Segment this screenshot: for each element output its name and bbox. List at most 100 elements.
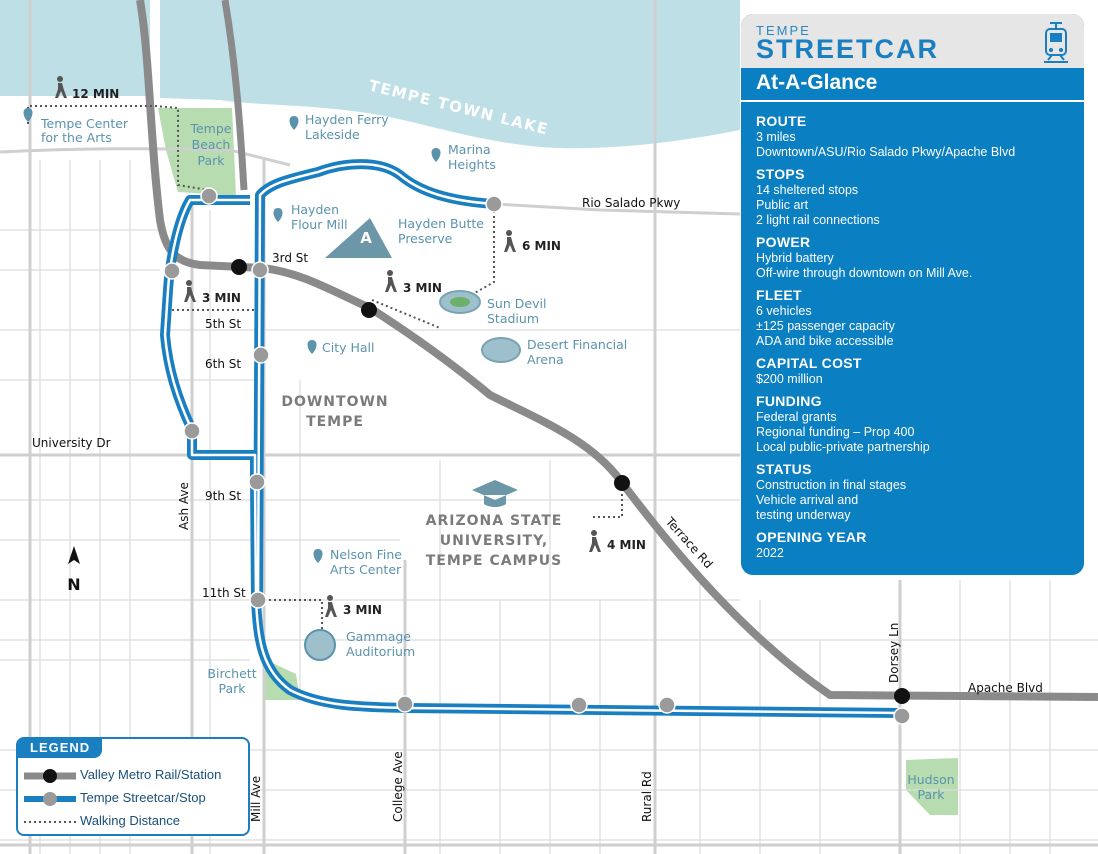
map-pin-icon	[307, 340, 317, 354]
walk-time-center-arts: 12 MIN	[72, 87, 119, 101]
street-apache: Apache Blvd	[968, 681, 1043, 695]
section-line: Regional funding – Prop 400	[756, 425, 915, 439]
section-line: 3 miles	[756, 130, 796, 144]
pedestrian-icon	[385, 270, 397, 292]
panel-header: TEMPE STREETCAR	[741, 14, 1084, 68]
section-line: Public art	[756, 198, 809, 212]
street-rio-salado: Rio Salado Pkwy	[582, 196, 680, 210]
light-rail-line	[136, 0, 1098, 701]
north-arrow-icon	[68, 546, 80, 564]
streetcar-icon	[1044, 22, 1068, 63]
section-line: Downtown/ASU/Rio Salado Pkwy/Apache Blvd	[756, 145, 1016, 159]
street-rural: Rural Rd	[640, 771, 654, 822]
pedestrian-icon	[504, 230, 516, 252]
street-5th: 5th St	[205, 317, 241, 331]
section-line: 2022	[756, 546, 784, 560]
walk-time-marina: 6 MIN	[522, 239, 561, 253]
section-stops: STOPS 14 sheltered stops Public art 2 li…	[756, 166, 1081, 228]
map-pin-icon	[273, 208, 283, 222]
section-line: testing underway	[756, 508, 851, 522]
section-heading: FLEET	[756, 287, 802, 303]
street-university: University Dr	[32, 436, 111, 450]
section-line: 14 sheltered stops	[756, 183, 859, 197]
at-a-glance-panel: TEMPE STREETCAR At-A-Glance ROUTE 3 mile…	[741, 14, 1084, 575]
section-line: Construction in final stages	[756, 478, 907, 492]
section-heading: STATUS	[756, 461, 812, 477]
map-pin-icon	[23, 108, 33, 122]
section-route: ROUTE 3 miles Downtown/ASU/Rio Salado Pk…	[756, 113, 1081, 160]
pedestrian-icon	[184, 280, 196, 302]
walking-icons	[55, 76, 601, 617]
legend-label: Walking Distance	[80, 813, 180, 828]
hayden-butte-icon	[325, 218, 392, 258]
section-heading: OPENING YEAR	[756, 529, 867, 545]
street-11th: 11th St	[202, 586, 246, 600]
street-college: College Ave	[391, 751, 405, 822]
map-pin-icon	[289, 116, 299, 130]
legend-title: LEGEND	[18, 737, 103, 758]
pedestrian-icon	[55, 76, 67, 98]
poi-city-hall: City Hall	[322, 340, 374, 355]
north-label: N	[67, 575, 80, 594]
walk-time-stadium: 3 MIN	[403, 281, 442, 295]
brand-small: TEMPE	[756, 23, 811, 38]
legend-label: Valley Metro Rail/Station	[80, 767, 222, 782]
walking-legend-icon	[24, 821, 76, 823]
map-legend: LEGEND Valley Metro Rail/Station Tempe S…	[16, 737, 250, 836]
section-status: STATUS Construction in final stages Vehi…	[756, 461, 1081, 523]
panel-divider	[741, 100, 1084, 102]
rail-legend-icon	[24, 769, 76, 783]
street-ash: Ash Ave	[177, 482, 191, 530]
map-pin-icon	[431, 148, 441, 162]
section-line: Local public-private partnership	[756, 440, 930, 454]
section-line: Hybrid battery	[756, 251, 834, 265]
panel-title: At-A-Glance	[756, 71, 878, 94]
section-line: ±125 passenger capacity	[756, 319, 895, 333]
section-heading: POWER	[756, 234, 811, 250]
gammage-icon	[304, 629, 336, 661]
legend-item-streetcar: Tempe Streetcar/Stop	[22, 790, 248, 808]
section-heading: STOPS	[756, 166, 805, 182]
walk-time-ash: 3 MIN	[202, 291, 241, 305]
section-line: 2 light rail connections	[756, 213, 880, 227]
arena-icon	[481, 337, 521, 363]
hudson-park	[906, 758, 958, 815]
section-line: $200 million	[756, 372, 823, 386]
brand-title: STREETCAR	[756, 34, 940, 64]
section-line: Vehicle arrival and	[756, 493, 859, 507]
pedestrian-icon	[589, 530, 601, 552]
street-9th: 9th St	[205, 489, 241, 503]
section-heading: FUNDING	[756, 393, 822, 409]
section-heading: ROUTE	[756, 113, 807, 129]
section-opening-year: OPENING YEAR 2022	[756, 529, 1081, 561]
legend-item-walking: Walking Distance	[22, 813, 248, 831]
section-line: 6 vehicles	[756, 304, 812, 318]
rail-stations	[231, 259, 910, 704]
section-line: Federal grants	[756, 410, 837, 424]
butte-letter: A	[360, 229, 372, 247]
pedestrian-icon	[325, 595, 337, 617]
section-capital-cost: CAPITAL COST $200 million	[756, 355, 1081, 387]
tempe-town-lake	[0, 0, 740, 149]
section-funding: FUNDING Federal grants Regional funding …	[756, 393, 1081, 455]
map-pin-icon	[313, 549, 323, 563]
panel-body: ROUTE 3 miles Downtown/ASU/Rio Salado Pk…	[756, 107, 1081, 561]
section-line: Off-wire through downtown on Mill Ave.	[756, 266, 973, 280]
graduation-cap-icon	[472, 480, 518, 507]
section-heading: CAPITAL COST	[756, 355, 862, 371]
